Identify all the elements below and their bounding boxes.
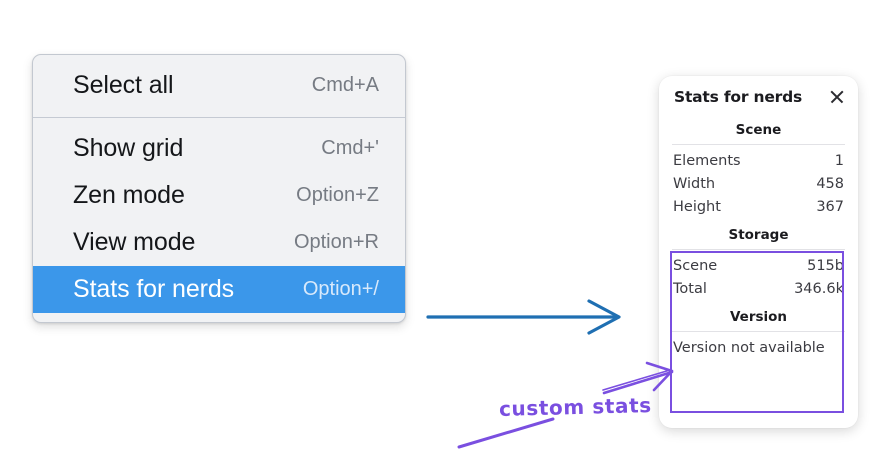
stat-row-version: Version not available: [673, 340, 825, 356]
menu-item-label: Stats for nerds: [73, 275, 235, 303]
menu-item-label: Select all: [73, 71, 174, 99]
menu-group-2: Show grid Cmd+' Zen mode Option+Z View m…: [33, 125, 405, 313]
divider: [672, 144, 845, 145]
menu-group-1: Select all Cmd+A: [33, 62, 405, 109]
menu-item-label: Zen mode: [73, 181, 185, 209]
stat-value: 367: [816, 198, 844, 215]
menu-item-zen-mode[interactable]: Zen mode Option+Z: [33, 172, 405, 219]
section-heading-scene: Scene: [735, 122, 782, 138]
menu-item-show-grid[interactable]: Show grid Cmd+': [33, 125, 405, 172]
stat-key: Scene: [673, 257, 718, 274]
menu-item-view-mode[interactable]: View mode Option+R: [33, 219, 405, 266]
menu-item-shortcut: Option+R: [293, 231, 379, 253]
stat-value: 458: [816, 175, 844, 192]
panel-title: Stats for nerds: [674, 88, 803, 106]
menu-item-shortcut: Cmd+A: [311, 74, 379, 96]
panel-header: Stats for nerds: [669, 88, 848, 106]
menu-item-stats-for-nerds[interactable]: Stats for nerds Option+/: [33, 266, 405, 313]
menu-separator: [33, 117, 405, 118]
custom-stats-annotation-label: custom stats: [498, 393, 653, 421]
stat-value: 1: [834, 152, 844, 169]
stat-row-scene: Scene 515b: [669, 254, 848, 277]
blue-arrow: [426, 299, 621, 335]
menu-item-shortcut: Option+Z: [296, 184, 379, 206]
stat-value: 346.6k: [794, 280, 844, 297]
menu-item-label: Show grid: [73, 134, 184, 162]
section-heading-storage: Storage: [728, 227, 789, 243]
stat-key: Width: [673, 175, 716, 192]
stat-key: Height: [673, 198, 721, 215]
stat-key: Elements: [673, 152, 741, 169]
menu-item-shortcut: Cmd+': [321, 137, 379, 159]
divider: [672, 331, 845, 332]
stat-row-total: Total 346.6k: [669, 277, 848, 300]
stats-for-nerds-panel: Stats for nerds Scene Elements 1 Width 4…: [659, 76, 858, 428]
close-icon[interactable]: [828, 88, 846, 106]
purple-underline-stroke: [457, 417, 555, 449]
divider: [672, 249, 845, 250]
stat-value: 515b: [807, 257, 844, 274]
context-menu[interactable]: Select all Cmd+A Show grid Cmd+' Zen mod…: [32, 54, 406, 323]
stat-row-height: Height 367: [669, 195, 848, 218]
menu-item-label: View mode: [73, 228, 196, 256]
section-heading-version: Version: [729, 309, 788, 325]
stat-key: Total: [673, 280, 707, 297]
menu-item-shortcut: Option+/: [302, 278, 379, 300]
stat-row-width: Width 458: [669, 172, 848, 195]
menu-item-select-all[interactable]: Select all Cmd+A: [33, 62, 405, 109]
stat-row-elements: Elements 1: [669, 149, 848, 172]
